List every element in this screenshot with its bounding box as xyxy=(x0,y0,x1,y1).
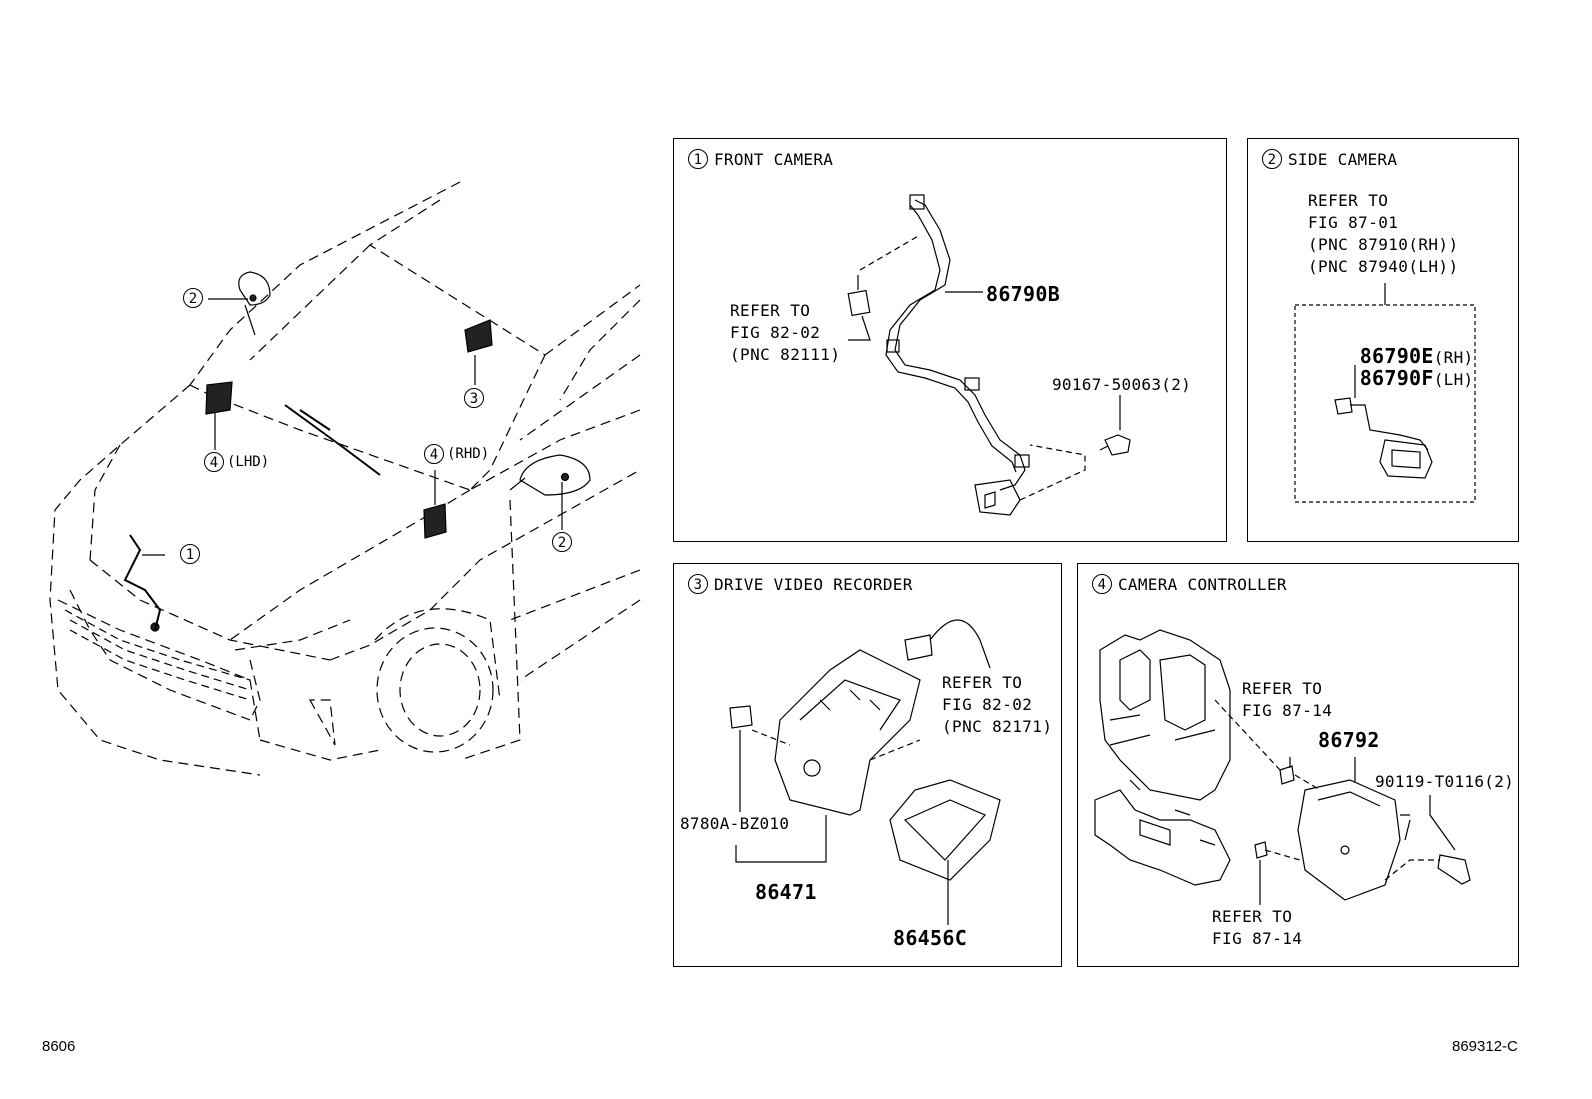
dvr-drawing xyxy=(729,619,1001,925)
part-number-bolt: 90167-50063(2) xyxy=(1052,375,1192,394)
page-code-right: 869312-C xyxy=(1452,1038,1518,1055)
callout-number: 1 xyxy=(180,544,200,564)
panel-number: 1 xyxy=(688,149,708,169)
vehicle-outline xyxy=(49,181,641,776)
front-camera-refer-note: REFER TO FIG 82-02 (PNC 82111) xyxy=(730,301,841,364)
panel-side-camera: 2 SIDE CAMERA xyxy=(1247,138,1519,542)
mirror-right xyxy=(509,454,591,496)
controller-refer-note-bottom: REFER TO FIG 87-14 xyxy=(1212,907,1303,948)
panel-number: 3 xyxy=(688,574,708,594)
callout-leaders xyxy=(142,298,563,556)
grille xyxy=(64,609,251,701)
callout-suffix: (LHD) xyxy=(227,454,270,470)
callout-side-camera-left: 2 xyxy=(183,288,203,308)
panel-title-text: FRONT CAMERA xyxy=(714,149,834,169)
part-number-86790E: 86790E(RH) xyxy=(1335,320,1473,368)
panel-front-camera: 1 FRONT CAMERA xyxy=(673,138,1227,542)
car-components xyxy=(150,294,570,632)
panel-title: 2 SIDE CAMERA xyxy=(1262,149,1397,169)
panel-title: 1 FRONT CAMERA xyxy=(688,149,833,169)
part-number-86471: 86471 xyxy=(755,880,817,904)
callout-number: 4 xyxy=(424,444,444,464)
callout-number: 2 xyxy=(183,288,203,308)
side-camera-drawing xyxy=(1294,283,1476,503)
callout-front-camera: 1 xyxy=(180,544,200,564)
controller-refer-note-top: REFER TO FIG 87-14 xyxy=(1242,679,1333,720)
controller-drawing xyxy=(1094,629,1471,905)
panel-drive-video-recorder: 3 DRIVE VIDEO RECORDER xyxy=(673,563,1062,967)
panel-title-text: CAMERA CONTROLLER xyxy=(1118,574,1287,594)
part-number-86792: 86792 xyxy=(1318,728,1380,752)
side-camera-refer-note: REFER TO FIG 87-01 (PNC 87910(RH)) (PNC … xyxy=(1308,191,1459,276)
part-number: 86790F xyxy=(1359,366,1434,390)
panel-title: 4 CAMERA CONTROLLER xyxy=(1092,574,1287,594)
front-camera-drawing xyxy=(847,194,1131,516)
callout-number: 2 xyxy=(552,532,572,552)
part-number-bolt: 90119-T0116(2) xyxy=(1375,772,1515,791)
wiper xyxy=(284,404,381,476)
car-harness xyxy=(123,534,162,631)
callout-suffix: (RHD) xyxy=(447,446,490,462)
panel-camera-controller: 4 CAMERA CONTROLLER xyxy=(1077,563,1519,967)
callout-dvr: 3 xyxy=(464,388,484,408)
part-number-86790B: 86790B xyxy=(986,282,1061,306)
panel-number: 2 xyxy=(1262,149,1282,169)
mirror-left xyxy=(238,271,271,336)
panel-title: 3 DRIVE VIDEO RECORDER xyxy=(688,574,913,594)
part-suffix: (RH) xyxy=(1433,348,1474,367)
front-wheel xyxy=(374,608,501,753)
panel-title-text: SIDE CAMERA xyxy=(1288,149,1398,169)
callout-side-camera-right: 2 xyxy=(552,532,572,552)
part-suffix: (LH) xyxy=(1433,370,1474,389)
page-code-left: 8606 xyxy=(42,1038,76,1055)
callout-number: 3 xyxy=(464,388,484,408)
part-number-86456C: 86456C xyxy=(893,926,968,950)
callout-controller-lhd: 4 (LHD) xyxy=(204,452,269,472)
part-number: 86790E xyxy=(1359,344,1434,368)
callout-controller-rhd: 4 (RHD) xyxy=(424,444,489,464)
panel-number: 4 xyxy=(1092,574,1112,594)
panel-title-text: DRIVE VIDEO RECORDER xyxy=(714,574,913,594)
part-number-86790F: 86790F(LH) xyxy=(1335,342,1473,390)
part-number-8780A: 8780A-BZ010 xyxy=(680,814,790,833)
callout-number: 4 xyxy=(204,452,224,472)
dvr-refer-note: REFER TO FIG 82-02 (PNC 82171) xyxy=(942,673,1053,736)
